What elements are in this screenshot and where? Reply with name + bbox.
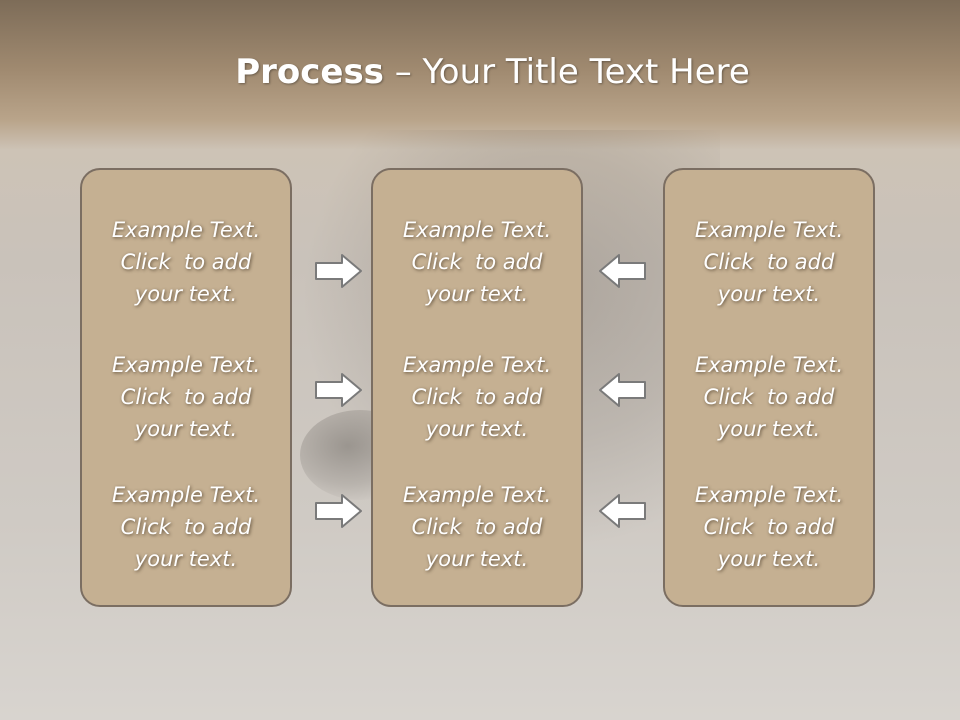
text-line: Click to add (120, 385, 252, 409)
text-block[interactable]: Example Text. Click to add your text. (665, 349, 873, 445)
text-block[interactable]: Example Text. Click to add your text. (373, 349, 581, 445)
text-line: Click to add (411, 250, 543, 274)
arrow-right-icon (314, 372, 364, 408)
text-line: your text. (134, 547, 238, 571)
text-line: Click to add (120, 250, 252, 274)
text-line: your text. (425, 282, 529, 306)
text-block[interactable]: Example Text. Click to add your text. (82, 479, 290, 575)
text-block[interactable]: Example Text. Click to add your text. (82, 214, 290, 310)
text-line: Click to add (703, 250, 835, 274)
text-line: your text. (717, 282, 821, 306)
text-line: Click to add (411, 385, 543, 409)
text-line: your text. (717, 547, 821, 571)
text-block[interactable]: Example Text. Click to add your text. (665, 479, 873, 575)
text-line: Example Text. (402, 353, 552, 377)
text-line: your text. (425, 547, 529, 571)
arrow-left-icon (597, 493, 647, 529)
text-block[interactable]: Example Text. Click to add your text. (373, 214, 581, 310)
text-line: Example Text. (111, 218, 261, 242)
text-line: your text. (717, 417, 821, 441)
slide-title[interactable]: Process – Your Title Text Here (0, 52, 960, 92)
text-line: Click to add (703, 385, 835, 409)
panel-left[interactable]: Example Text. Click to add your text. Ex… (80, 168, 292, 607)
arrow-right-icon (314, 253, 364, 289)
text-line: Example Text. (694, 353, 844, 377)
arrow-left-icon (597, 372, 647, 408)
text-line: Example Text. (111, 353, 261, 377)
title-rest: – Your Title Text Here (383, 52, 750, 92)
text-line: Example Text. (402, 218, 552, 242)
text-line: Click to add (703, 515, 835, 539)
text-line: Click to add (120, 515, 252, 539)
text-line: your text. (425, 417, 529, 441)
panel-center[interactable]: Example Text. Click to add your text. Ex… (371, 168, 583, 607)
text-block[interactable]: Example Text. Click to add your text. (665, 214, 873, 310)
title-bold: Process (235, 52, 384, 92)
panel-right[interactable]: Example Text. Click to add your text. Ex… (663, 168, 875, 607)
text-line: Example Text. (694, 218, 844, 242)
arrow-left-icon (597, 253, 647, 289)
text-line: your text. (134, 282, 238, 306)
text-line: Example Text. (111, 483, 261, 507)
arrow-right-icon (314, 493, 364, 529)
text-block[interactable]: Example Text. Click to add your text. (373, 479, 581, 575)
text-line: Example Text. (694, 483, 844, 507)
text-line: Example Text. (402, 483, 552, 507)
text-line: Click to add (411, 515, 543, 539)
text-line: your text. (134, 417, 238, 441)
text-block[interactable]: Example Text. Click to add your text. (82, 349, 290, 445)
